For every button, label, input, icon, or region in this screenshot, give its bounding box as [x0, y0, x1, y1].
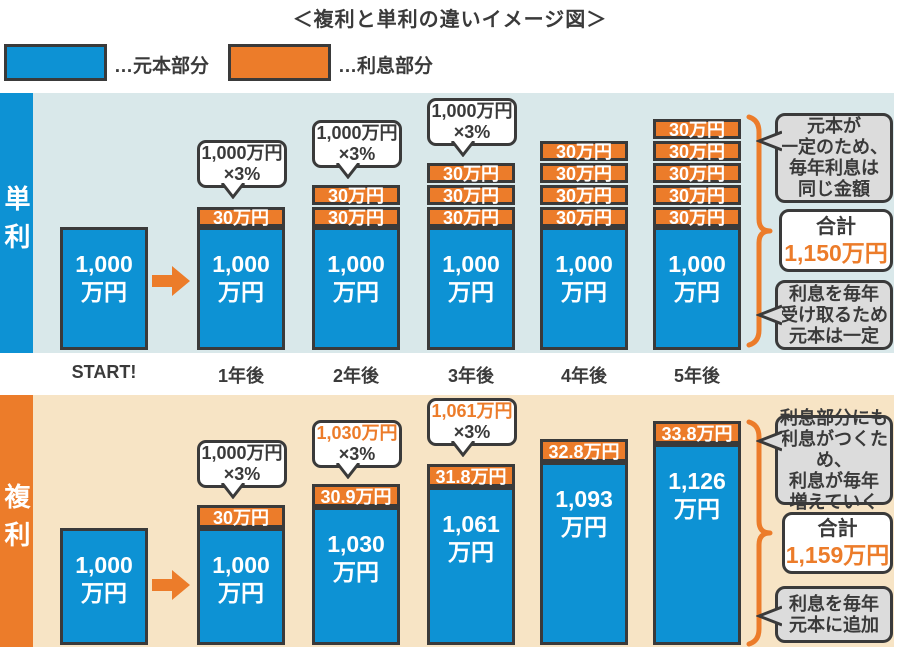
note-tail-left-icon	[756, 605, 782, 627]
principal-bar: 1,126 万円	[653, 444, 741, 645]
callout-rate: ×3%	[223, 164, 261, 184]
callout-amount: 1,000万円	[431, 101, 513, 121]
interest-block: 32.8万円	[540, 439, 628, 462]
interest-block: 30万円	[540, 185, 628, 206]
principal-swatch	[4, 44, 107, 81]
interest-swatch	[228, 44, 331, 81]
note-tail-left-icon	[756, 130, 782, 152]
simple-note-bottom: 利息を毎年 受け取るため 元本は一定	[756, 280, 893, 350]
interest-block: 30万円	[653, 163, 741, 184]
callout-tail-down-icon	[220, 483, 246, 499]
simple-section-label: 単利	[0, 93, 33, 353]
note-tail-left-icon	[756, 430, 782, 452]
timeline-label-year5: 5年後	[673, 366, 721, 386]
callout-tail-down-icon	[335, 463, 361, 479]
callout-amount: 1,000万円	[201, 143, 283, 163]
timeline-label-start: START!	[71, 362, 137, 382]
callout-rate: ×3%	[338, 144, 376, 164]
rate-callout: 1,030万円×3%	[312, 420, 402, 479]
arrow-right-icon	[152, 266, 190, 296]
rate-callout: 1,061万円×3%	[427, 398, 517, 457]
callout-tail-down-icon	[335, 163, 361, 179]
interest-block: 30万円	[653, 141, 741, 162]
total-label: 合計	[817, 518, 858, 540]
principal-bar: 1,000 万円	[427, 227, 515, 350]
callout-rate: ×3%	[338, 444, 376, 464]
total-label: 合計	[816, 215, 856, 238]
timeline-label-year4: 4年後	[560, 366, 608, 386]
principal-bar: 1,061 万円	[427, 487, 515, 645]
timeline-label-year2: 2年後	[332, 366, 380, 386]
callout-tail-down-icon	[450, 441, 476, 457]
timeline-label-year1: 1年後	[217, 366, 265, 386]
principal-bar: 1,093 万円	[540, 462, 628, 645]
interest-legend-label: …利息部分	[338, 56, 434, 77]
interest-block: 30万円	[540, 207, 628, 228]
interest-block: 30万円	[653, 119, 741, 140]
callout-tail-down-icon	[220, 183, 246, 199]
interest-block: 31.8万円	[427, 464, 515, 487]
interest-block: 30万円	[653, 207, 741, 228]
interest-block: 30万円	[312, 185, 400, 206]
arrow-right-icon	[152, 570, 190, 600]
interest-block: 30万円	[427, 185, 515, 206]
simple-total-value: 1,150万円	[784, 239, 888, 266]
interest-block: 30万円	[653, 185, 741, 206]
principal-bar: 1,000 万円	[197, 528, 285, 645]
callout-amount: 1,030万円	[316, 423, 398, 443]
callout-rate: ×3%	[453, 422, 491, 442]
callout-rate: ×3%	[453, 122, 491, 142]
timeline-label-year3: 3年後	[447, 366, 495, 386]
callout-amount: 1,061万円	[431, 401, 513, 421]
compound-total-box: 合計 1,159万円	[782, 512, 893, 574]
compound-section-label: 複利	[0, 395, 33, 647]
interest-block: 33.8万円	[653, 421, 741, 444]
brace-icon	[746, 419, 773, 647]
rate-callout: 1,000万円×3%	[197, 140, 287, 199]
callout-tail-down-icon	[450, 141, 476, 157]
principal-bar: 1,000 万円	[540, 227, 628, 350]
note-tail-left-icon	[756, 304, 782, 326]
callout-amount: 1,000万円	[316, 123, 398, 143]
interest-block: 30万円	[540, 163, 628, 184]
interest-block: 30万円	[427, 207, 515, 228]
interest-block: 30.9万円	[312, 484, 400, 507]
rate-callout: 1,000万円×3%	[312, 120, 402, 179]
interest-block: 30万円	[312, 207, 400, 228]
simple-note-top: 元本が 一定のため、 毎年利息は 同じ金額	[756, 113, 893, 203]
principal-bar: 1,000 万円	[653, 227, 741, 350]
brace-icon	[746, 114, 773, 348]
principal-bar: 1,030 万円	[312, 507, 400, 645]
page-title: ＜複利と単利の違いイメージ図＞	[292, 9, 608, 31]
interest-block: 30万円	[540, 141, 628, 162]
rate-callout: 1,000万円×3%	[427, 98, 517, 157]
principal-bar: 1,000 万円	[60, 528, 148, 645]
interest-block: 30万円	[427, 163, 515, 184]
principal-bar: 1,000 万円	[312, 227, 400, 350]
compound-note-top: 利息部分にも 利息がつくため、 利息が毎年 増えていく	[756, 408, 893, 512]
compound-total-value: 1,159万円	[785, 542, 890, 568]
interest-block: 30万円	[197, 207, 285, 228]
simple-total-box: 合計 1,150万円	[779, 209, 893, 272]
compound-note-bottom: 利息を毎年 元本に追加	[756, 586, 893, 643]
principal-legend-label: …元本部分	[114, 56, 210, 77]
rate-callout: 1,000万円×3%	[197, 440, 287, 499]
principal-bar: 1,000 万円	[60, 227, 148, 350]
interest-block: 30万円	[197, 505, 285, 528]
callout-amount: 1,000万円	[201, 443, 283, 463]
callout-rate: ×3%	[223, 464, 261, 484]
principal-bar: 1,000 万円	[197, 227, 285, 350]
